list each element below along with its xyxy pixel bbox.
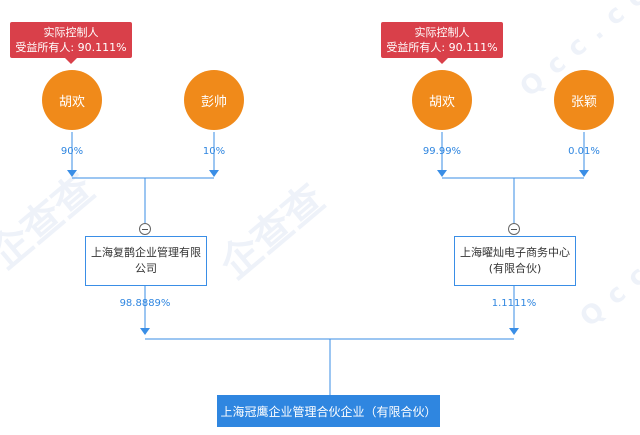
shareholder-node[interactable]: 胡欢	[412, 70, 472, 130]
shareholder-name: 胡欢	[428, 94, 455, 110]
company-name-line2: (有限合伙)	[488, 262, 542, 275]
tag-share: 受益所有人: 90.111%	[15, 41, 127, 54]
target-company-name: 上海冠鹰企业管理合伙企业（有限合伙）	[220, 404, 437, 419]
company-name-line2: 公司	[135, 262, 157, 275]
share-percentage: 99.99%	[422, 146, 462, 157]
arrow-down-icon	[437, 170, 447, 177]
share-percentage: 98.8889%	[119, 298, 171, 309]
shareholder-name: 张颖	[570, 94, 597, 110]
controller-tag: 实际控制人 受益所有人: 90.111%	[381, 22, 503, 64]
arrow-down-icon	[209, 170, 219, 177]
arrow-down-icon	[140, 328, 150, 335]
controller-tag: 实际控制人 受益所有人: 90.111%	[10, 22, 132, 64]
company-node[interactable]: 上海复鹊企业管理有限 公司	[85, 236, 207, 286]
share-percentage: 0.01%	[568, 146, 600, 157]
tag-share: 受益所有人: 90.111%	[386, 41, 498, 54]
collapse-icon[interactable]	[508, 223, 520, 235]
shareholder-node[interactable]: 胡欢	[42, 70, 102, 130]
share-percentage: 1.1111%	[491, 298, 537, 309]
company-name-line1: 上海曜灿电子商务中心	[460, 246, 570, 259]
collapse-icon[interactable]	[139, 223, 151, 235]
shareholder-name: 彭帅	[200, 94, 227, 110]
shareholder-name: 胡欢	[58, 94, 85, 110]
company-node[interactable]: 上海曜灿电子商务中心 (有限合伙)	[454, 236, 576, 286]
target-company-node[interactable]: 上海冠鹰企业管理合伙企业（有限合伙）	[217, 395, 440, 427]
share-percentage: 90%	[60, 146, 84, 157]
arrow-down-icon	[579, 170, 589, 177]
tag-title: 实际控制人	[414, 26, 470, 39]
tag-title: 实际控制人	[43, 26, 99, 39]
company-name-line1: 上海复鹊企业管理有限	[91, 246, 201, 259]
share-percentage: 10%	[202, 146, 226, 157]
arrow-down-icon	[67, 170, 77, 177]
arrow-down-icon	[509, 328, 519, 335]
shareholder-node[interactable]: 张颖	[554, 70, 614, 130]
shareholder-node[interactable]: 彭帅	[184, 70, 244, 130]
